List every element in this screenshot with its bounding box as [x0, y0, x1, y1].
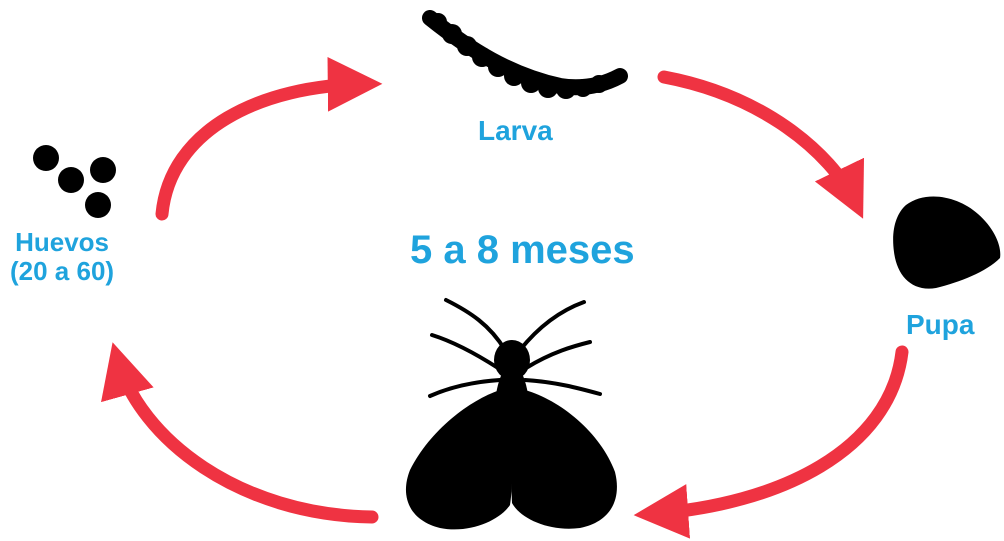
cycle-duration-label: 5 a 8 meses [410, 230, 635, 270]
arrow-eggs-to-larva [162, 84, 366, 214]
larva-icon [429, 13, 620, 99]
eggs-count-label: (20 a 60) [10, 257, 114, 286]
arrow-adult-to-eggs [117, 358, 372, 517]
pupa-label: Pupa [906, 311, 974, 339]
pupa-icon [893, 196, 1000, 288]
arrow-larva-to-pupa [664, 77, 856, 204]
eggs-label: Huevos (20 a 60) [10, 228, 114, 286]
moth-icon [406, 300, 617, 529]
arrow-pupa-to-adult [650, 352, 902, 514]
eggs-label-name: Huevos [10, 228, 114, 257]
eggs-icon [33, 145, 116, 218]
larva-label: Larva [478, 117, 553, 145]
